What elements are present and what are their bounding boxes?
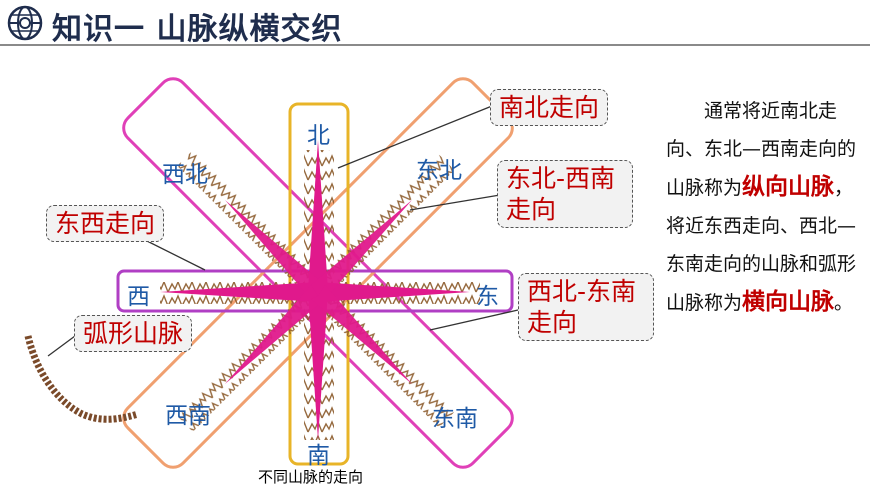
compass-rose <box>160 140 470 440</box>
horizontal-mountains-term: 横向山脉 <box>742 289 835 315</box>
header: 知识一 山脉纵横交织 <box>0 0 870 47</box>
page-title: 知识一 山脉纵横交织 <box>52 12 343 47</box>
direction-northwest: 西北 <box>162 162 208 188</box>
callout-ns: 南北走向 <box>490 89 609 126</box>
direction-north: 北 <box>307 123 330 149</box>
para-seg3: 。 <box>834 292 854 314</box>
callout-nwse: 西北-东南走向 <box>518 273 654 341</box>
callout-nesw: 东北-西南走向 <box>497 160 633 228</box>
explanation-paragraph: 通常将近南北走向、东北—西南走向的山脉称为纵向山脉，将近东西走向、西北—东南走向… <box>666 92 862 322</box>
direction-northeast: 东北 <box>416 158 462 184</box>
mountain-direction-diagram <box>24 77 519 469</box>
direction-west: 西 <box>127 284 150 310</box>
leader-lines <box>47 105 519 357</box>
callout-arc: 弧形山脉 <box>74 315 193 352</box>
callout-ew: 东西走向 <box>46 205 165 242</box>
direction-south: 南 <box>307 443 330 469</box>
direction-east: 东 <box>476 284 499 310</box>
direction-southwest: 西南 <box>165 403 211 429</box>
globe-icon <box>7 5 43 41</box>
para-seg2: ，将近东西走向、西北—东南走向的山脉和弧形山脉称为 <box>666 177 857 314</box>
direction-southeast: 东南 <box>432 406 478 432</box>
vertical-mountains-term: 纵向山脉 <box>742 174 835 200</box>
header-divider <box>0 44 870 46</box>
figure-caption: 不同山脉的走向 <box>258 468 364 486</box>
arc-mountain <box>24 335 140 423</box>
para-seg1: 通常将近南北走向、东北—西南走向的山脉称为 <box>666 100 857 199</box>
